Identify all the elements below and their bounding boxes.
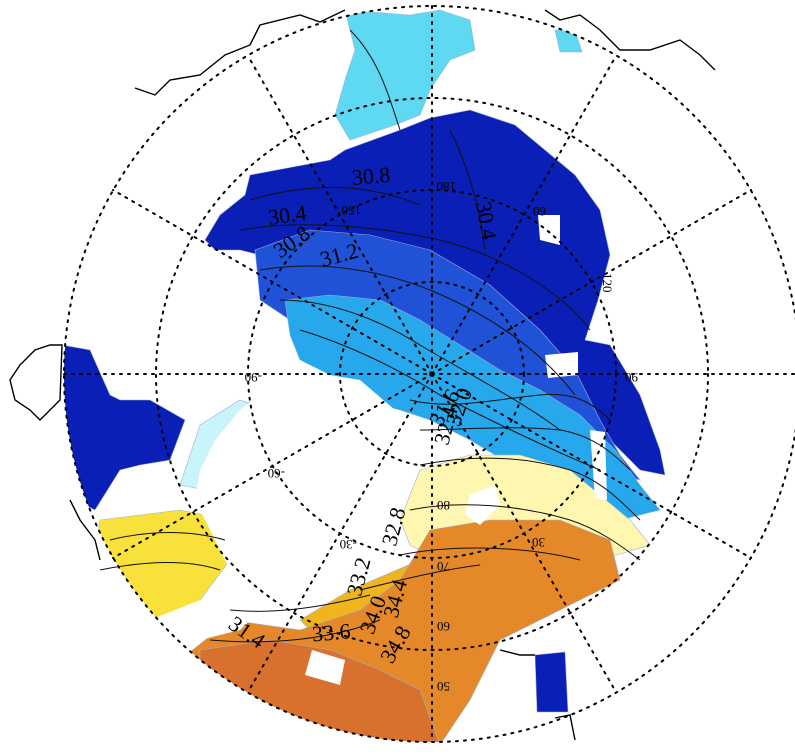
meridian-neg150 [247,55,433,375]
isoline-11 [359,564,481,591]
latitude-circle-50 [63,5,795,743]
isoline-5 [299,329,601,471]
isoline-8 [419,457,641,521]
contour-label-11: 33.6 [311,618,352,646]
lat-label-50: 50 [437,679,450,694]
coastlines [9,9,716,741]
lon-label-150: 150 [342,203,362,218]
isoline-10 [399,547,581,561]
lon-label-neg60: -60 [268,466,285,481]
contour-label-2: 30.4 [266,200,308,230]
region-salinity-32 [334,9,476,141]
lat-label-80: 80 [437,498,450,513]
lon-label-neg30: -30 [340,537,357,552]
salinity-field [64,9,666,742]
contour-label-1: 30.8 [351,162,392,190]
isoline-2 [239,224,591,331]
lon-label-neg90: -90 [245,370,262,385]
lat-label-60: 60 [437,619,450,634]
coastline-north-east [544,9,716,71]
isoline-15 [99,562,221,571]
lon-label-120: 120 [600,273,615,293]
isoline-13 [209,619,381,643]
isoline-9 [409,504,641,561]
coastline-north [134,9,346,96]
coastline-south-bottom [554,714,576,741]
region-salinity-30-southeast [534,651,569,713]
meridian-neg60 [112,373,433,559]
meridian-neg120 [112,189,433,375]
coastline-south-east [499,649,535,656]
isoline-1 [249,187,421,206]
coastline-west-lower [69,499,101,561]
lon-label-30: 30 [532,535,545,550]
isoline-16 [349,29,401,131]
lon-label-90: 90 [625,370,638,385]
latitude-labels: 80 70 60 50 [437,498,450,694]
isoline-7 [419,427,631,471]
meridian-120 [431,189,752,375]
latitude-circle-60 [155,97,709,651]
isoline-12 [229,594,371,612]
coastline-west [9,344,63,421]
meridian-30 [431,373,617,693]
meridian-60 [431,373,752,559]
land-small-island-1 [545,352,578,378]
isoline-17 [449,129,486,251]
graticule [63,5,795,743]
meridian-150 [431,55,617,375]
isoline-14 [109,532,226,541]
isoline-4 [279,299,561,431]
longitude-labels: 180 150 120 90 -90 -60 -30 30 60 [245,179,638,552]
lon-label-60: 60 [533,204,546,219]
latitude-circle-80 [339,281,525,467]
land-canadian-archipelago [150,590,260,650]
isohalines [99,29,641,643]
isoline-3 [259,265,576,396]
lat-label-70: 70 [437,559,450,574]
region-salinity-30 [204,109,666,476]
land-small-island-3 [305,650,345,685]
region-salinity-30-west [64,344,186,511]
isoline-6 [409,393,611,421]
meridian-neg30 [247,373,433,693]
lon-label-180: 180 [437,179,457,194]
